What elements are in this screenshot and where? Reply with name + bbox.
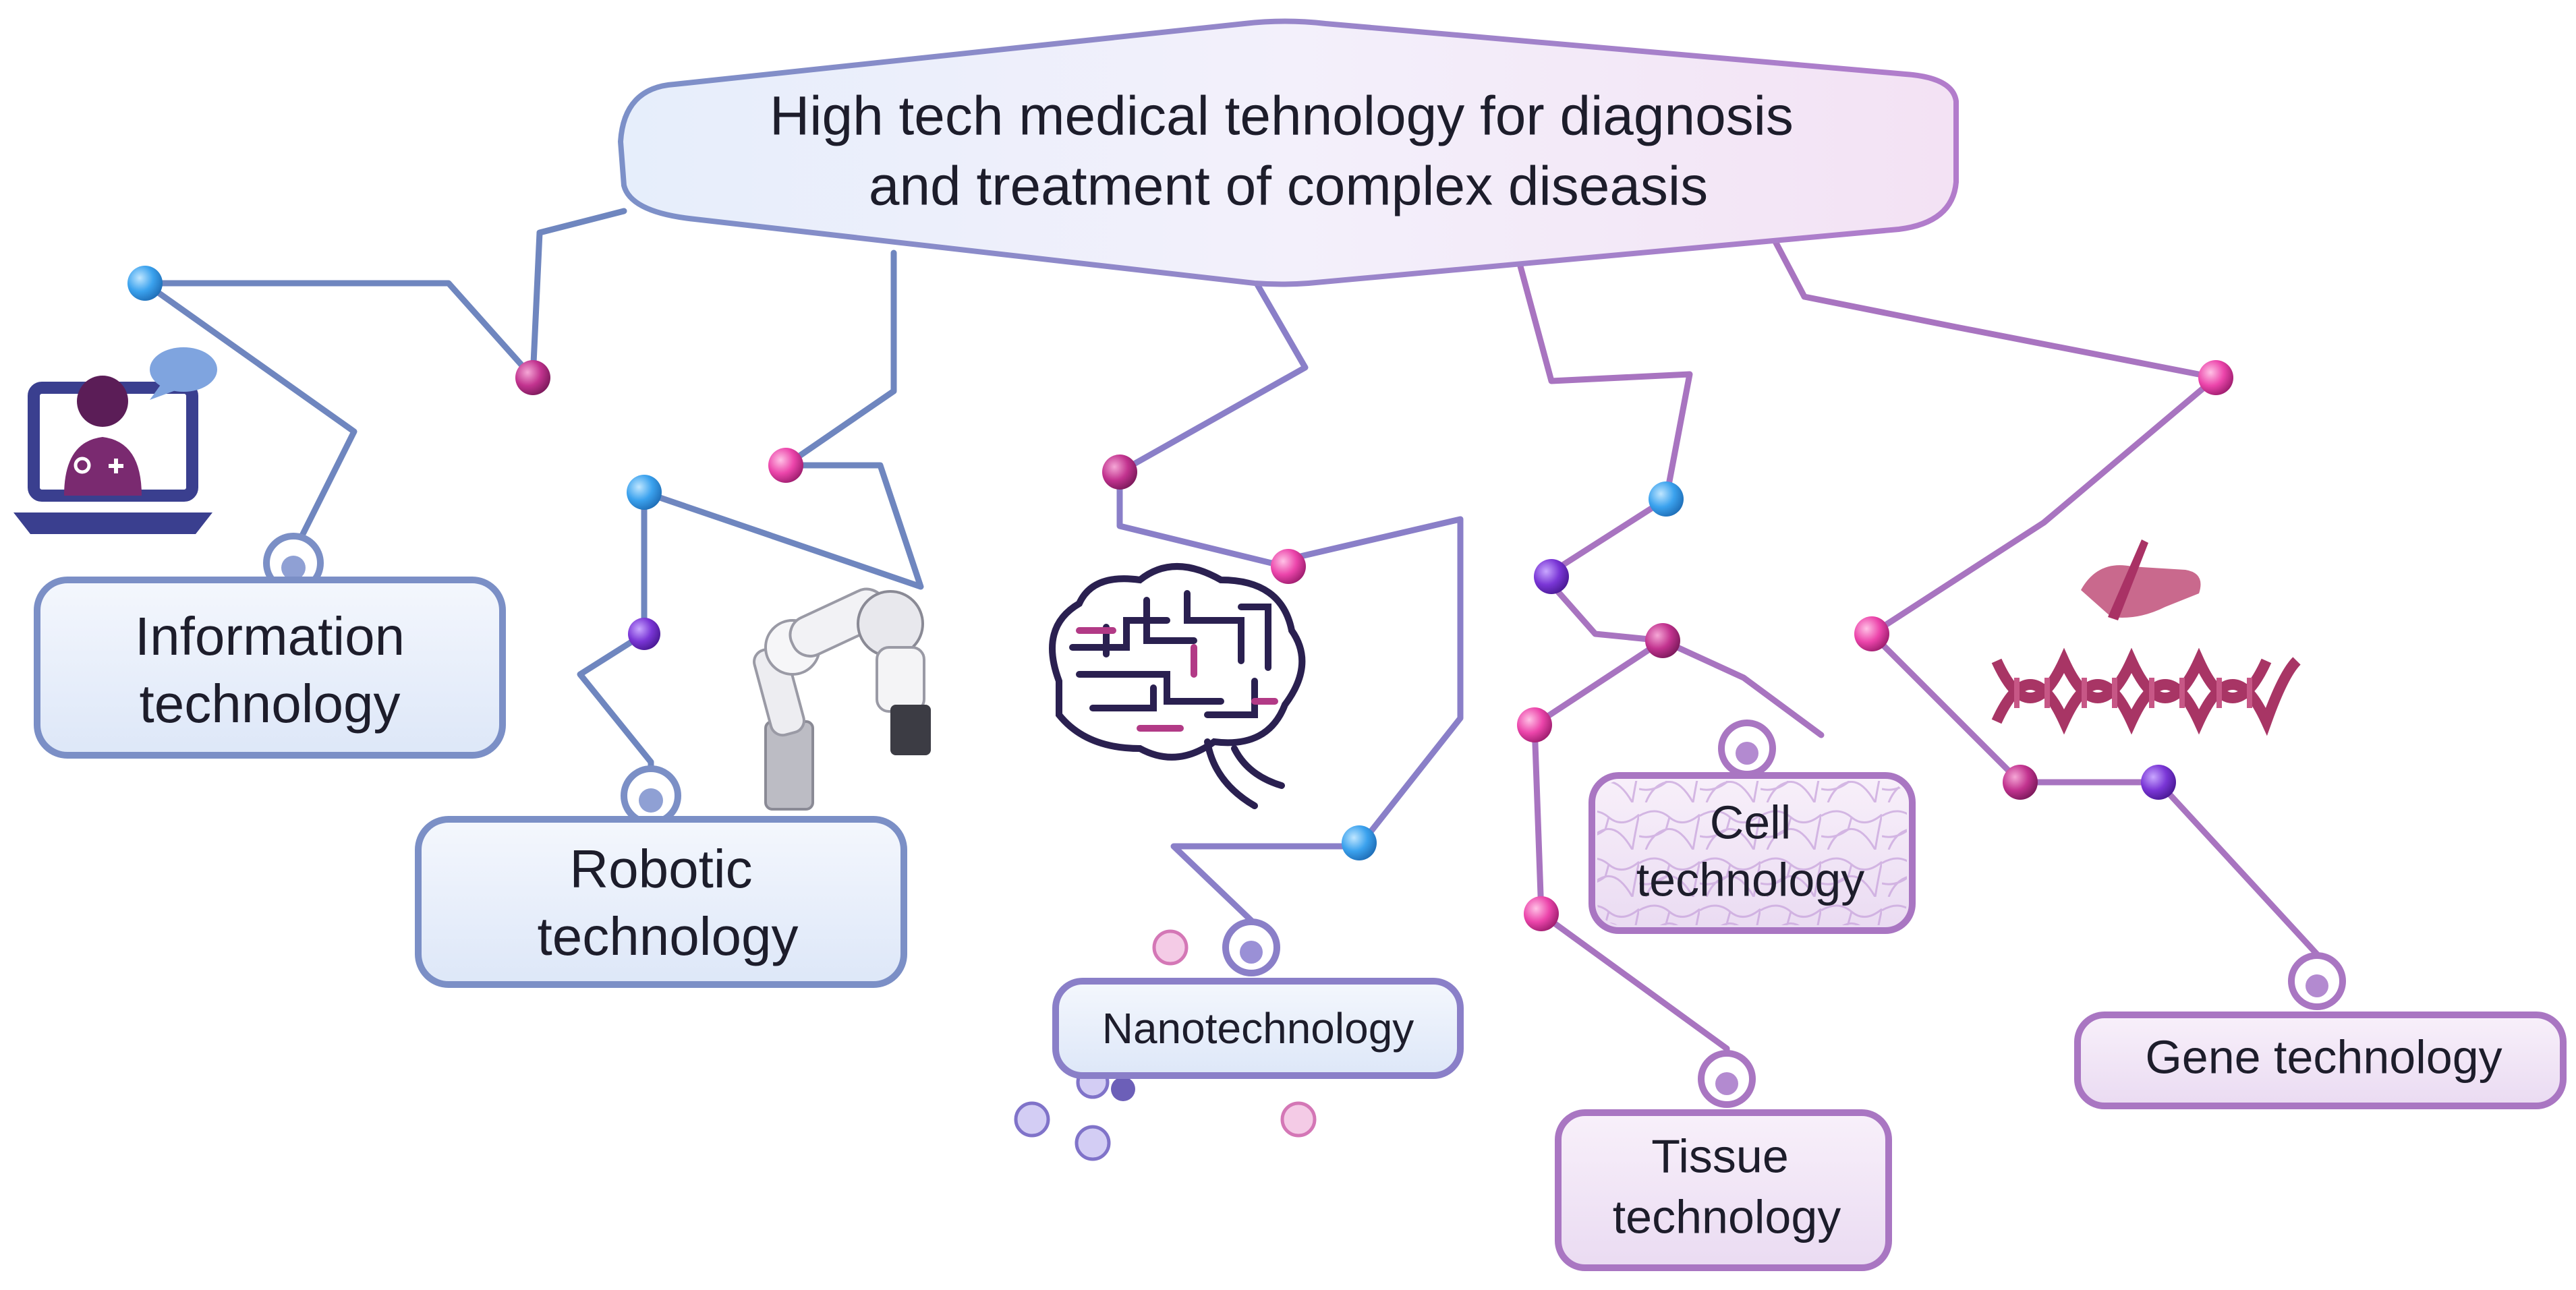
connector-nano: [1116, 276, 1464, 944]
anchor-rings: [263, 533, 2346, 1108]
branch-box-robotic: Robotic technology: [415, 816, 907, 988]
node: [627, 475, 662, 510]
junction-nodes: [127, 266, 2233, 931]
node: [1524, 896, 1559, 931]
connector-robotic: [577, 250, 924, 789]
branch-label-line-1: Information: [135, 606, 405, 666]
node: [127, 266, 163, 301]
branch-box-information: Information technology: [34, 577, 506, 759]
node: [1271, 549, 1306, 584]
title-banner: High tech medical tehnology for diagnosi…: [617, 18, 1959, 287]
branch-label-line-2: technology: [1636, 853, 1865, 906]
node: [1534, 559, 1569, 594]
anchor-ring: [1698, 1050, 1756, 1108]
node: [1102, 455, 1137, 490]
branch-label-line-1: Robotic: [569, 839, 752, 899]
branch-box-tissue: Tissue technology: [1555, 1109, 1892, 1271]
node: [1649, 481, 1684, 517]
dna-helix-icon: [1991, 539, 2301, 736]
branch-label-line-2: technology: [1613, 1190, 1841, 1243]
connector-gene: [1767, 229, 2320, 974]
branch-label-line-1: Cell: [1710, 796, 1792, 848]
node: [1342, 825, 1377, 860]
anchor-ring: [1222, 918, 1280, 976]
telemedicine-laptop-icon: [13, 347, 217, 534]
anchor-ring: [2288, 952, 2346, 1010]
node: [628, 618, 660, 650]
branch-box-nano: Nanotechnology: [1052, 978, 1464, 1079]
branch-box-cell: Cell technology: [1588, 772, 1916, 934]
node: [1645, 623, 1680, 658]
node: [1517, 707, 1552, 742]
node: [768, 448, 803, 483]
anchor-ring: [621, 765, 681, 826]
branch-label-line-2: technology: [140, 674, 401, 734]
node: [2141, 765, 2176, 800]
node: [2003, 765, 2038, 800]
branch-label-line-1: Nanotechnology: [1102, 1004, 1414, 1053]
branch-box-gene: Gene technology: [2074, 1012, 2567, 1109]
node: [515, 360, 550, 395]
title-line-2: and treatment of complex diseasis: [869, 156, 1708, 217]
robotic-arm-icon: [753, 587, 931, 811]
branch-label-line-1: Tissue: [1651, 1130, 1789, 1182]
node: [1854, 616, 1889, 651]
connector-information: [142, 208, 627, 583]
node: [2198, 360, 2233, 395]
anchor-ring: [1718, 720, 1776, 778]
branch-label-line-1: Gene technology: [2145, 1030, 2502, 1083]
branch-label-line-2: technology: [538, 906, 799, 966]
title-line-1: High tech medical tehnology for diagnosi…: [770, 86, 1794, 147]
circuit-brain-icon: [1049, 563, 1306, 809]
